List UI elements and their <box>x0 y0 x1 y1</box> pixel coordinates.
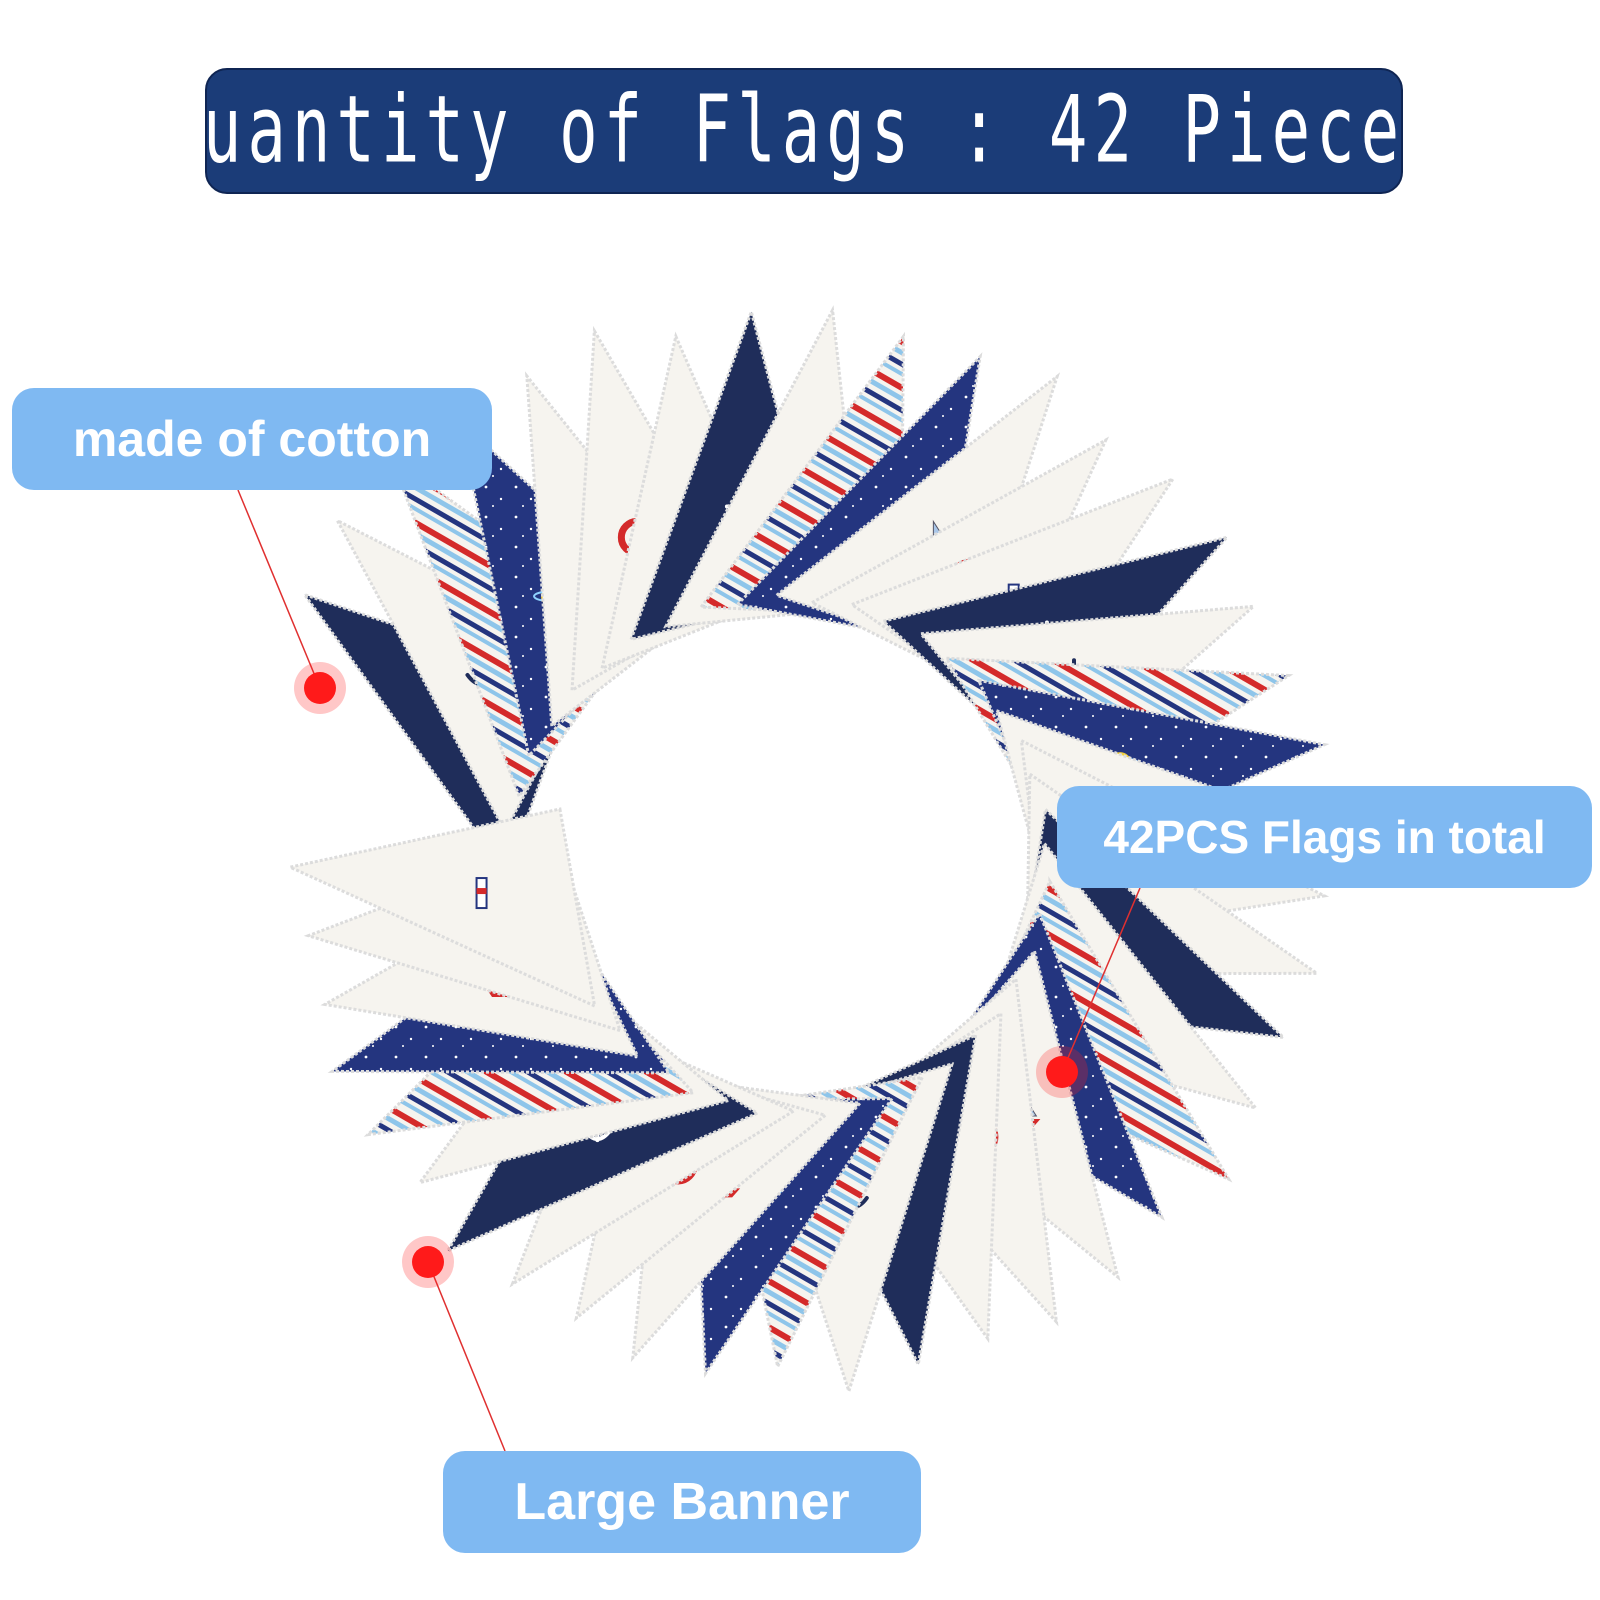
callout-line-banner <box>427 1261 506 1452</box>
large-banner-label: Large Banner <box>443 1451 921 1553</box>
large-banner-label-text: Large Banner <box>514 1473 850 1531</box>
lighthouse-icon <box>475 877 488 910</box>
total-flags-label: 42PCS Flags in total <box>1057 786 1592 888</box>
callout-line-total <box>1061 887 1141 1073</box>
marker-dot-total <box>1036 1046 1088 1098</box>
page-title: Quantity of Flags : 42 Pieces <box>158 77 1450 185</box>
marker-dot-cotton <box>294 662 346 714</box>
title-banner: Quantity of Flags : 42 Pieces <box>158 68 1444 194</box>
callout-line-cotton <box>237 489 321 689</box>
cotton-label-text: made of cotton <box>72 411 432 467</box>
cotton-label: made of cotton <box>12 388 492 490</box>
callout-lines <box>237 489 1141 1452</box>
total-flags-label-text: 42PCS Flags in total <box>1103 811 1546 863</box>
flag <box>285 807 597 1009</box>
marker-dot-banner <box>402 1236 454 1288</box>
